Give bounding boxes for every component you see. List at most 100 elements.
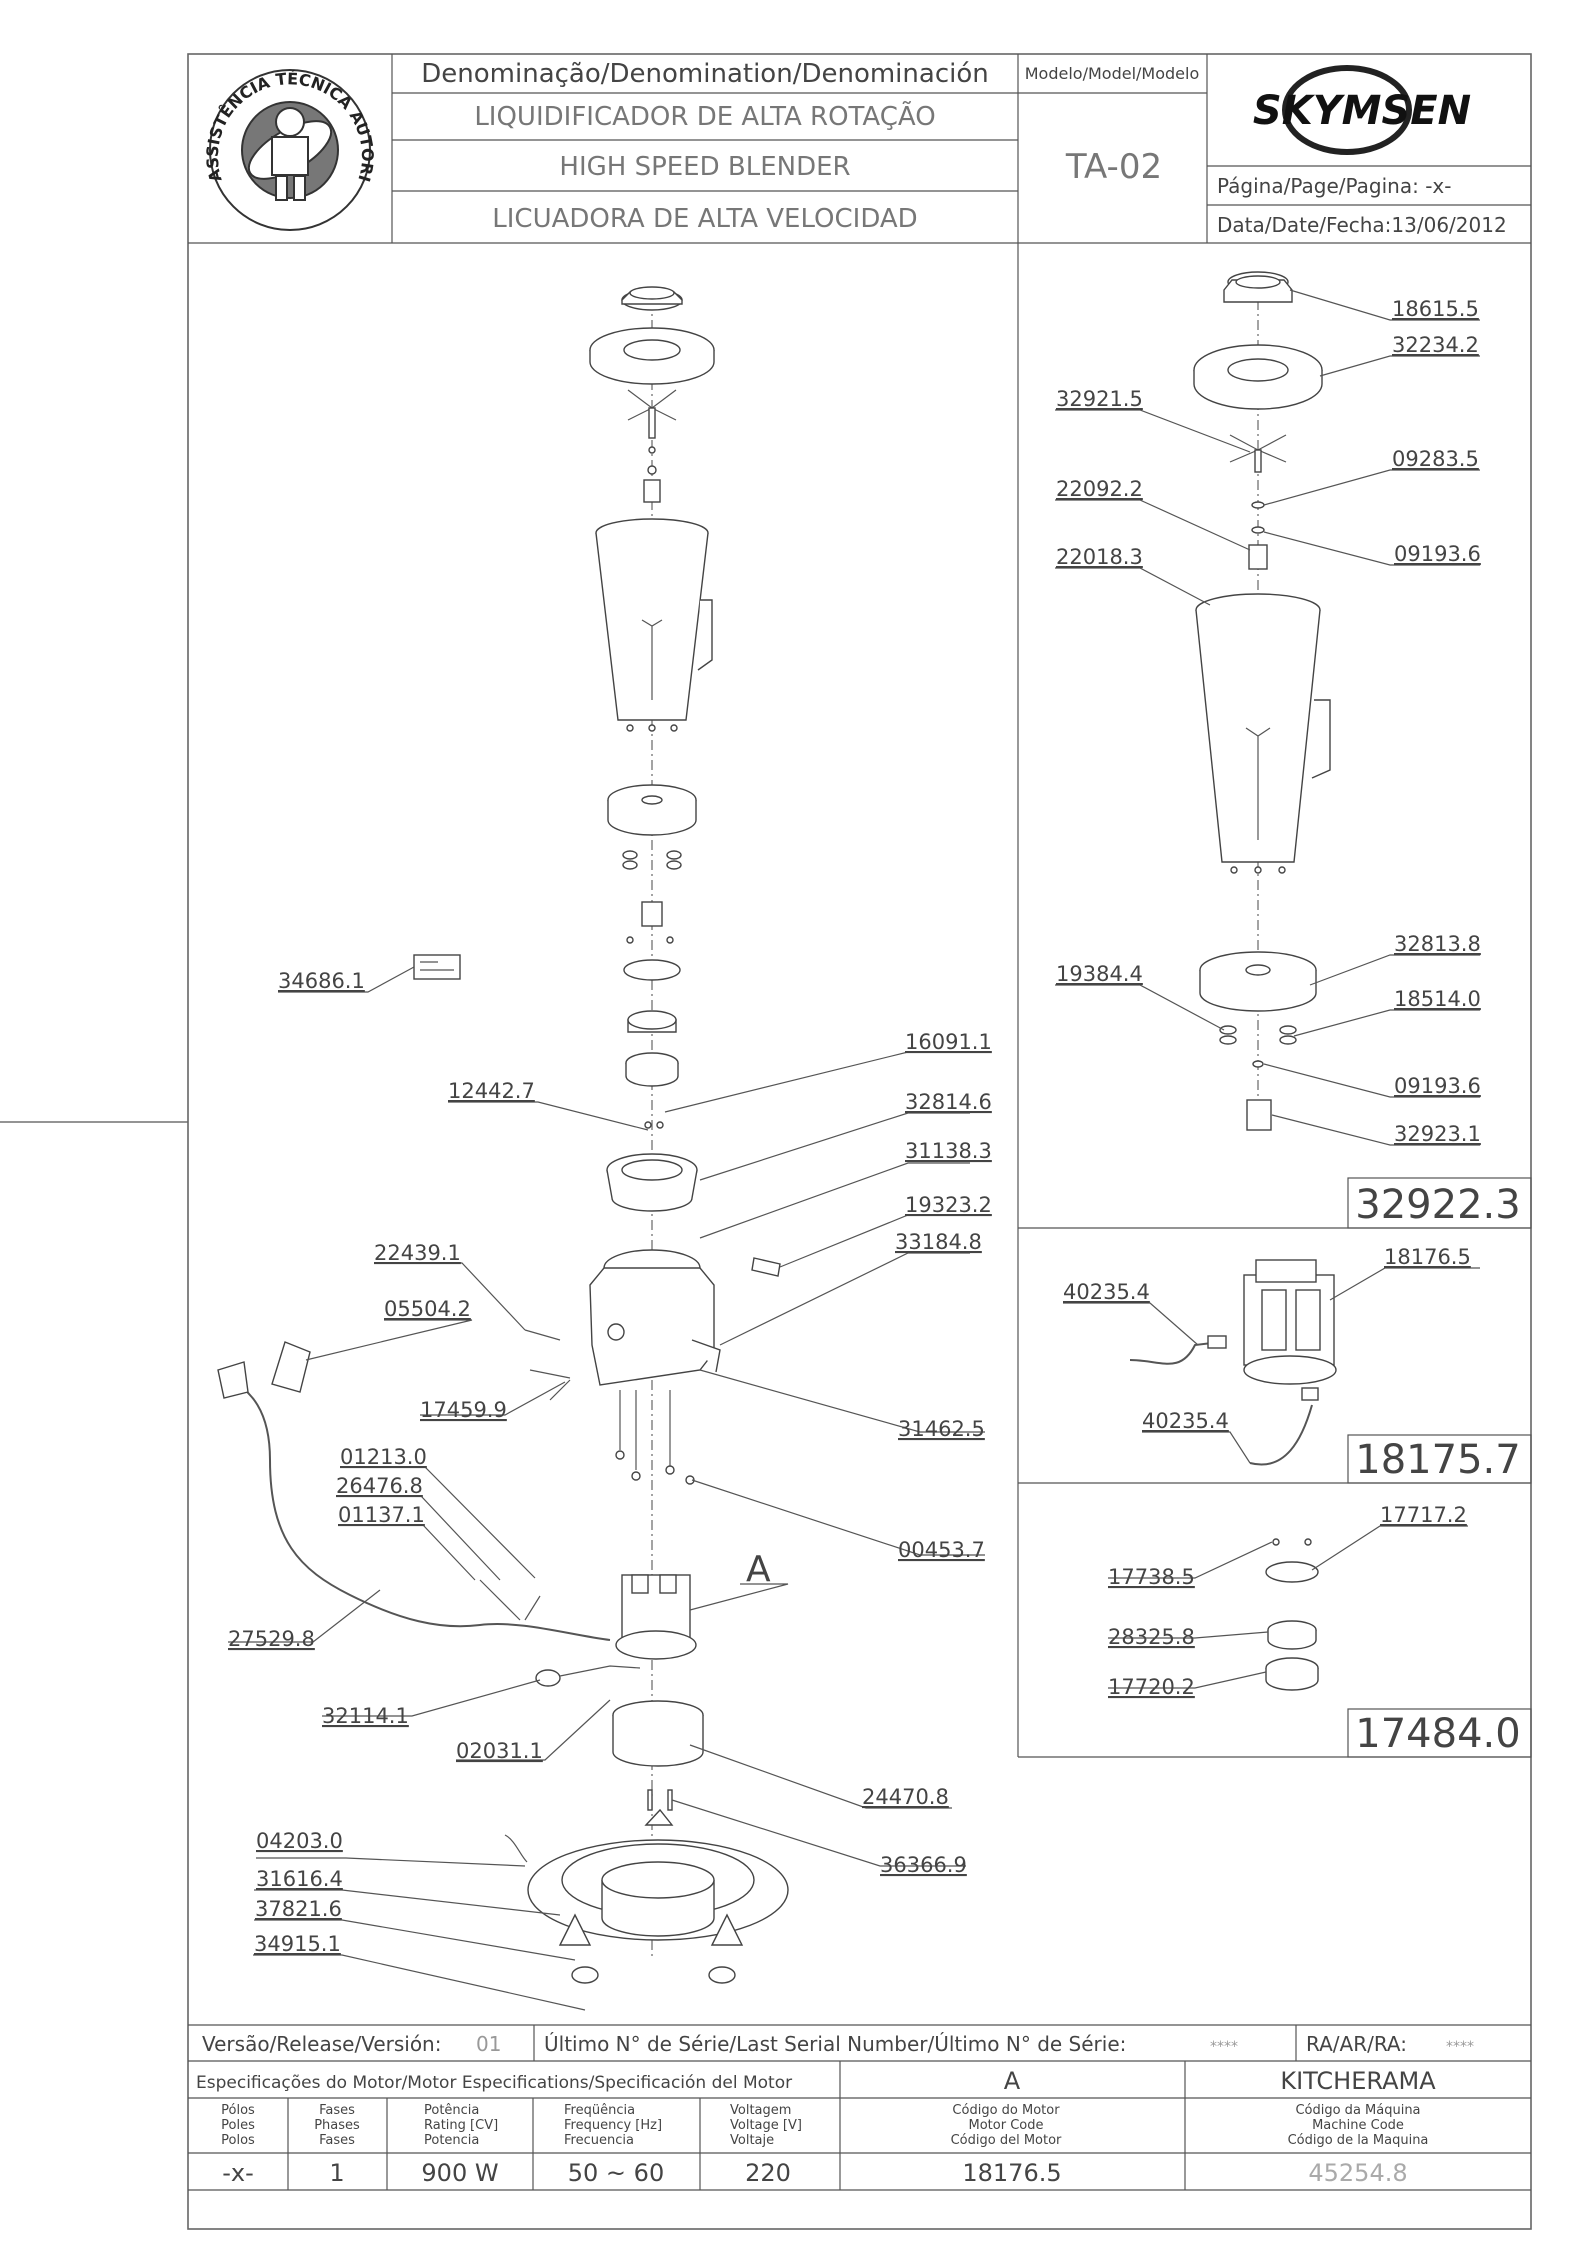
val-power: 900 W bbox=[421, 2159, 498, 2187]
coupling-assembly-code: 17484.0 bbox=[1355, 1711, 1520, 1757]
jar-leader-lines bbox=[1055, 289, 1480, 1146]
jar-base-part bbox=[607, 784, 697, 927]
cord-clamp-part bbox=[524, 1329, 571, 1401]
label-40235-4-lower: 40235.4 bbox=[1142, 1409, 1229, 1433]
lid-cap-part bbox=[621, 286, 683, 311]
label-17459-9: 17459.9 bbox=[420, 1398, 507, 1422]
label-40235-4-upper: 40235.4 bbox=[1063, 1280, 1150, 1304]
label-18615-5: 18615.5 bbox=[1392, 297, 1479, 321]
col-freq-en: Frequency [Hz] bbox=[564, 2118, 662, 2133]
label-32114-1: 32114.1 bbox=[322, 1704, 409, 1728]
label-24470-8: 24470.8 bbox=[862, 1785, 949, 1809]
val-poles: -x- bbox=[222, 2159, 254, 2187]
label-22092-2: 22092.2 bbox=[1056, 477, 1143, 501]
label-32814-6: 32814.6 bbox=[905, 1090, 992, 1114]
coupling-parts bbox=[623, 936, 681, 1129]
label-34915-1: 34915.1 bbox=[254, 1932, 341, 1956]
col-power-es: Potencia bbox=[424, 2133, 479, 2148]
label-31616-4: 31616.4 bbox=[256, 1867, 343, 1891]
label-18514-0: 18514.0 bbox=[1394, 987, 1481, 1011]
label-17717-2: 17717.2 bbox=[1380, 1503, 1467, 1527]
label-09193-6-upper: 09193.6 bbox=[1394, 542, 1481, 566]
jar-part bbox=[595, 518, 713, 732]
label-09283-5: 09283.5 bbox=[1392, 447, 1479, 471]
drawing-border bbox=[187, 53, 1532, 2230]
serial-value: **** bbox=[1210, 2039, 1238, 2055]
title-block: ASSISTÊNCIA TÉCNICA AUTORIZADA Denominaç… bbox=[0, 0, 1531, 244]
jar-labels: 18615.5 32234.2 32921.5 09283.5 22092.2 … bbox=[1056, 297, 1481, 1146]
label-00453-7: 00453.7 bbox=[898, 1538, 985, 1562]
label-17720-2: 17720.2 bbox=[1108, 1675, 1195, 1699]
main-leader-lines bbox=[228, 966, 985, 2011]
col-phases-en: Phases bbox=[314, 2118, 360, 2133]
label-sticker-part bbox=[413, 954, 461, 980]
col-motor-code-pt: Código do Motor bbox=[952, 2103, 1060, 2118]
ra-label: RA/AR/RA: bbox=[1306, 2032, 1407, 2056]
label-32923-1: 32923.1 bbox=[1394, 1122, 1481, 1146]
ra-value: **** bbox=[1446, 2039, 1474, 2055]
page-label: Página/Page/Pagina: -x- bbox=[1217, 174, 1451, 198]
label-17738-5: 17738.5 bbox=[1108, 1565, 1195, 1589]
label-31462-5: 31462.5 bbox=[898, 1417, 985, 1441]
col-freq-es: Frecuencia bbox=[564, 2133, 634, 2148]
col-voltage-es: Voltaje bbox=[730, 2133, 774, 2148]
col-voltage-pt: Voltagem bbox=[730, 2103, 791, 2118]
housing-ring-part bbox=[606, 1153, 698, 1212]
col-phases-pt: Fases bbox=[319, 2103, 355, 2118]
col-power-en: Rating [CV] bbox=[424, 2118, 498, 2133]
label-18176-5: 18176.5 bbox=[1384, 1245, 1471, 1269]
col-motor-code-en: Motor Code bbox=[969, 2118, 1044, 2133]
label-26476-8: 26476.8 bbox=[336, 1474, 423, 1498]
brand-name: SKYMSEN bbox=[1253, 88, 1471, 134]
serial-label: Último N° de Série/Last Serial Number/Úl… bbox=[544, 2032, 1126, 2056]
label-09193-6-lower: 09193.6 bbox=[1394, 1074, 1481, 1098]
footer-block: Versão/Release/Versión: 01 Último N° de … bbox=[188, 2024, 1531, 2191]
label-33184-8: 33184.8 bbox=[895, 1230, 982, 1254]
val-frequency: 50 ~ 60 bbox=[568, 2159, 664, 2187]
motor-leader-lines bbox=[1063, 1267, 1480, 1464]
main-labels: 34686.1 16091.1 12442.7 32814.6 31138.3 … bbox=[228, 969, 992, 1956]
model-code: TA-02 bbox=[1065, 147, 1162, 187]
val-machine-code: 45254.8 bbox=[1308, 2159, 1407, 2187]
motor-assembly-view bbox=[1129, 1259, 1337, 1466]
name-english: HIGH SPEED BLENDER bbox=[559, 152, 850, 182]
col-machine-code-pt: Código da Máquina bbox=[1295, 2103, 1420, 2118]
coupling-labels: 17717.2 17738.5 28325.8 17720.2 bbox=[1108, 1503, 1467, 1699]
switch-part bbox=[535, 1669, 561, 1687]
col-phases-es: Fases bbox=[319, 2133, 355, 2148]
power-plug-icon bbox=[217, 1361, 249, 1399]
col-freq-pt: Freqüência bbox=[564, 2103, 635, 2118]
coupling-assembly-view bbox=[1265, 1538, 1319, 1691]
motor-labels: 18176.5 40235.4 40235.4 bbox=[1063, 1245, 1471, 1433]
col-power-pt: Potência bbox=[424, 2103, 479, 2118]
name-portuguese: LIQUIDIFICADOR DE ALTA ROTAÇÃO bbox=[474, 100, 935, 132]
screw-part bbox=[647, 1789, 653, 1811]
label-22018-3: 22018.3 bbox=[1056, 545, 1143, 569]
val-motor-code: 18176.5 bbox=[962, 2159, 1061, 2187]
label-02031-1: 02031.1 bbox=[456, 1739, 543, 1763]
name-spanish: LICUADORA DE ALTA VELOCIDAD bbox=[492, 204, 917, 234]
jar-assembly-view bbox=[1193, 271, 1331, 1131]
col-motor-code-es: Código del Motor bbox=[951, 2133, 1062, 2148]
motor-part bbox=[479, 1574, 697, 1660]
col-machine-code-en: Machine Code bbox=[1312, 2118, 1404, 2133]
motor-letter: A bbox=[1004, 2067, 1021, 2095]
col-voltage-en: Voltage [V] bbox=[730, 2118, 802, 2133]
label-37821-6: 37821.6 bbox=[255, 1897, 342, 1921]
label-32921-5: 32921.5 bbox=[1056, 387, 1143, 411]
blade-part bbox=[627, 389, 677, 503]
label-16091-1: 16091.1 bbox=[905, 1030, 992, 1054]
power-cord-part bbox=[229, 1379, 611, 1641]
label-19384-4: 19384.4 bbox=[1056, 962, 1143, 986]
col-poles-pt: Pólos bbox=[221, 2103, 255, 2118]
main-exploded-view bbox=[217, 286, 789, 1984]
label-31138-3: 31138.3 bbox=[905, 1139, 992, 1163]
model-title: Modelo/Model/Modelo bbox=[1025, 64, 1199, 83]
label-28325-8: 28325.8 bbox=[1108, 1625, 1195, 1649]
label-22439-1: 22439.1 bbox=[374, 1241, 461, 1265]
version-label: Versão/Release/Versión: bbox=[202, 2032, 441, 2056]
machine-name: KITCHERAMA bbox=[1280, 2067, 1436, 2095]
denomination-title: Denominação/Denomination/Denominación bbox=[421, 59, 988, 89]
label-12442-7: 12442.7 bbox=[448, 1079, 535, 1103]
col-poles-es: Polos bbox=[221, 2133, 255, 2148]
